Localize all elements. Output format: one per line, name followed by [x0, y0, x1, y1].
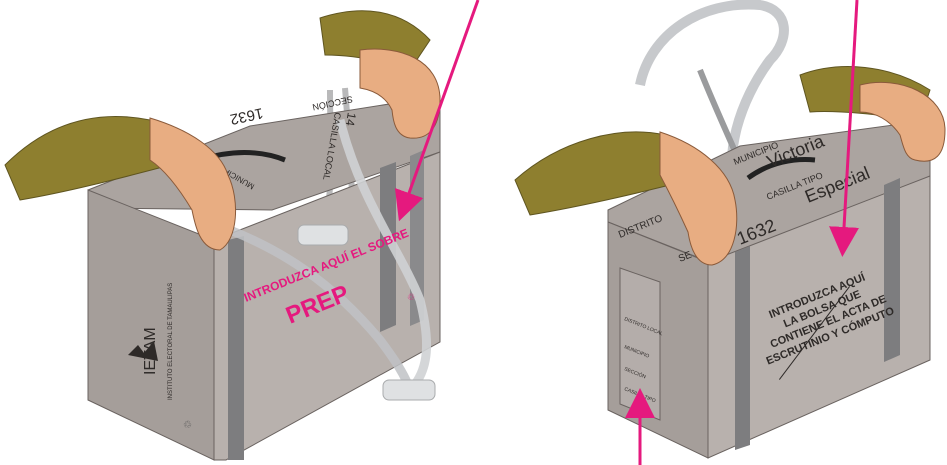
left-recycle-icon: ♲ [183, 420, 192, 431]
left-recycle-icon-2: ♲ [407, 292, 415, 302]
right-ballot-box: MUNICIPIO Victoria CASILLA TIPO Especial… [515, 5, 945, 458]
left-box-side [88, 190, 214, 460]
left-side-logo-sub: INSTITUTO ELECTORAL DE TAMAULIPAS [168, 283, 174, 400]
left-strap-buckle [383, 380, 435, 400]
right-strap-front-2 [884, 178, 900, 362]
right-strap-front-1 [735, 246, 750, 450]
left-ballot-box: 1632 SECCIÓN 14 CASILLA LOCAL MUNICIPIO … [5, 11, 440, 460]
left-top-casilla-value: 14 [343, 111, 359, 127]
left-strap-front-1 [228, 236, 244, 460]
